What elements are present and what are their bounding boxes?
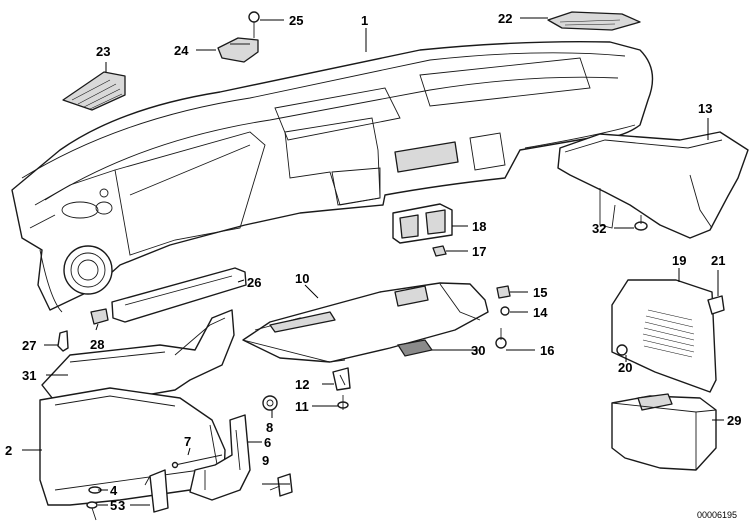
plug-8	[262, 395, 278, 411]
callout-12: 12	[295, 377, 309, 392]
flat-panel-26	[111, 267, 247, 323]
nut-14	[500, 306, 510, 316]
callout-5: 5	[110, 498, 117, 513]
callout-10: 10	[295, 271, 309, 286]
box-29	[611, 393, 717, 471]
callout-14: 14	[533, 305, 548, 320]
callout-31: 31	[22, 368, 36, 383]
callout-18: 18	[472, 219, 486, 234]
callout-8: 8	[266, 420, 273, 435]
callout-2: 2	[5, 443, 12, 458]
callout-30: 30	[471, 343, 485, 358]
leader-lines	[22, 17, 724, 506]
callout-7: 7	[184, 434, 191, 449]
lower-cover-panel	[242, 282, 489, 363]
speaker-cover-right	[547, 11, 641, 31]
clip-28	[90, 308, 109, 325]
callout-13: 13	[698, 101, 712, 116]
callout-9: 9	[262, 453, 269, 468]
callout-17: 17	[472, 244, 486, 259]
side-panel	[611, 279, 717, 393]
callout-27: 27	[22, 338, 36, 353]
callout-3: 3	[118, 498, 125, 513]
callout-19: 19	[672, 253, 686, 268]
small-clip-17	[432, 245, 447, 257]
bracket-3	[144, 469, 169, 513]
callout-6: 6	[264, 435, 271, 450]
callout-4: 4	[110, 483, 118, 498]
callout-20: 20	[618, 360, 632, 375]
callout-32: 32	[592, 221, 606, 236]
callout-24: 24	[174, 43, 189, 58]
callout-16: 16	[540, 343, 554, 358]
grommet-32	[634, 215, 648, 231]
callout-29: 29	[727, 413, 741, 428]
clip-15	[496, 285, 511, 299]
dashboard-panel	[11, 40, 654, 313]
clip-21	[707, 295, 725, 315]
bolt-9	[269, 473, 293, 497]
center-vent-housing	[392, 203, 453, 244]
callout-1: 1	[361, 13, 368, 28]
speaker-cover-left	[62, 71, 126, 111]
bracket-6	[189, 414, 251, 501]
callout-26: 26	[247, 275, 261, 290]
screw-16	[495, 328, 507, 349]
document-number: 00006195	[697, 510, 737, 520]
right-side-tray	[557, 131, 749, 239]
callout-11: 11	[295, 399, 309, 414]
callout-labels: 1 2 3 4 5 6 7 8 9 10 11 12 13 14 15 16 1…	[5, 11, 741, 513]
bracket-with-screw	[217, 11, 260, 63]
callout-15: 15	[533, 285, 547, 300]
callout-25: 25	[289, 13, 303, 28]
callout-22: 22	[498, 11, 512, 26]
screw-5	[86, 501, 98, 521]
clip-12	[332, 367, 351, 391]
rod-7	[171, 454, 223, 469]
callout-28: 28	[90, 337, 104, 352]
callout-21: 21	[711, 253, 725, 268]
callout-23: 23	[96, 44, 110, 59]
screw-11	[337, 395, 349, 410]
clip-27	[57, 330, 69, 352]
